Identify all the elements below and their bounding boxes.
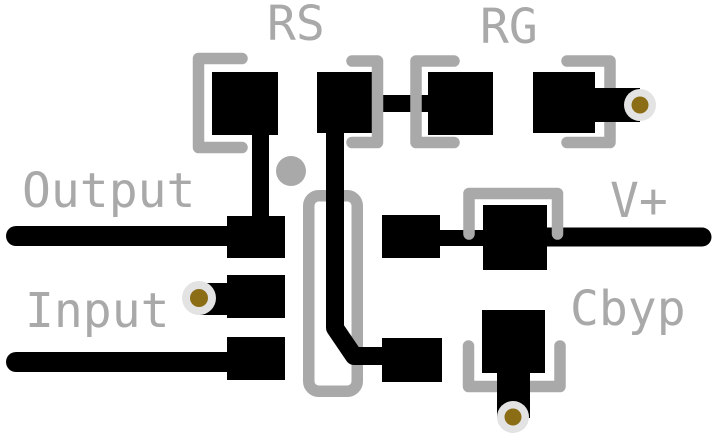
label-rg: RG xyxy=(480,0,538,55)
cbyp-left-pad xyxy=(382,338,442,382)
rs-pad1-down-trace xyxy=(252,130,269,220)
vplus-bracket xyxy=(463,187,564,240)
rs-pad-2 xyxy=(317,72,378,133)
cbyp-via-hole xyxy=(504,408,522,426)
rg-bracket-left xyxy=(410,55,460,149)
rs-pad-1 xyxy=(212,72,278,135)
ic-bent-trace xyxy=(326,125,384,365)
cbyp-pad xyxy=(482,310,545,373)
label-output: Output xyxy=(22,163,195,219)
label-rs: RS xyxy=(267,0,325,52)
input-pad xyxy=(227,337,285,380)
rs-bracket-right xyxy=(346,55,384,149)
label-input: Input xyxy=(25,283,170,339)
rg-via-hole xyxy=(631,96,649,114)
input-via-hole xyxy=(190,289,208,307)
output-pad xyxy=(227,216,285,258)
rs-bracket-left xyxy=(192,52,248,154)
label-cbyp: Cbyp xyxy=(570,281,686,337)
rg-pad-2 xyxy=(533,72,595,133)
vplus-link-trace xyxy=(430,230,485,246)
via-layer xyxy=(182,89,656,433)
middle-pad xyxy=(227,275,285,318)
silk-dot xyxy=(276,156,306,186)
rg-pad-1 xyxy=(428,72,493,135)
label-vplus: V+ xyxy=(610,173,668,229)
